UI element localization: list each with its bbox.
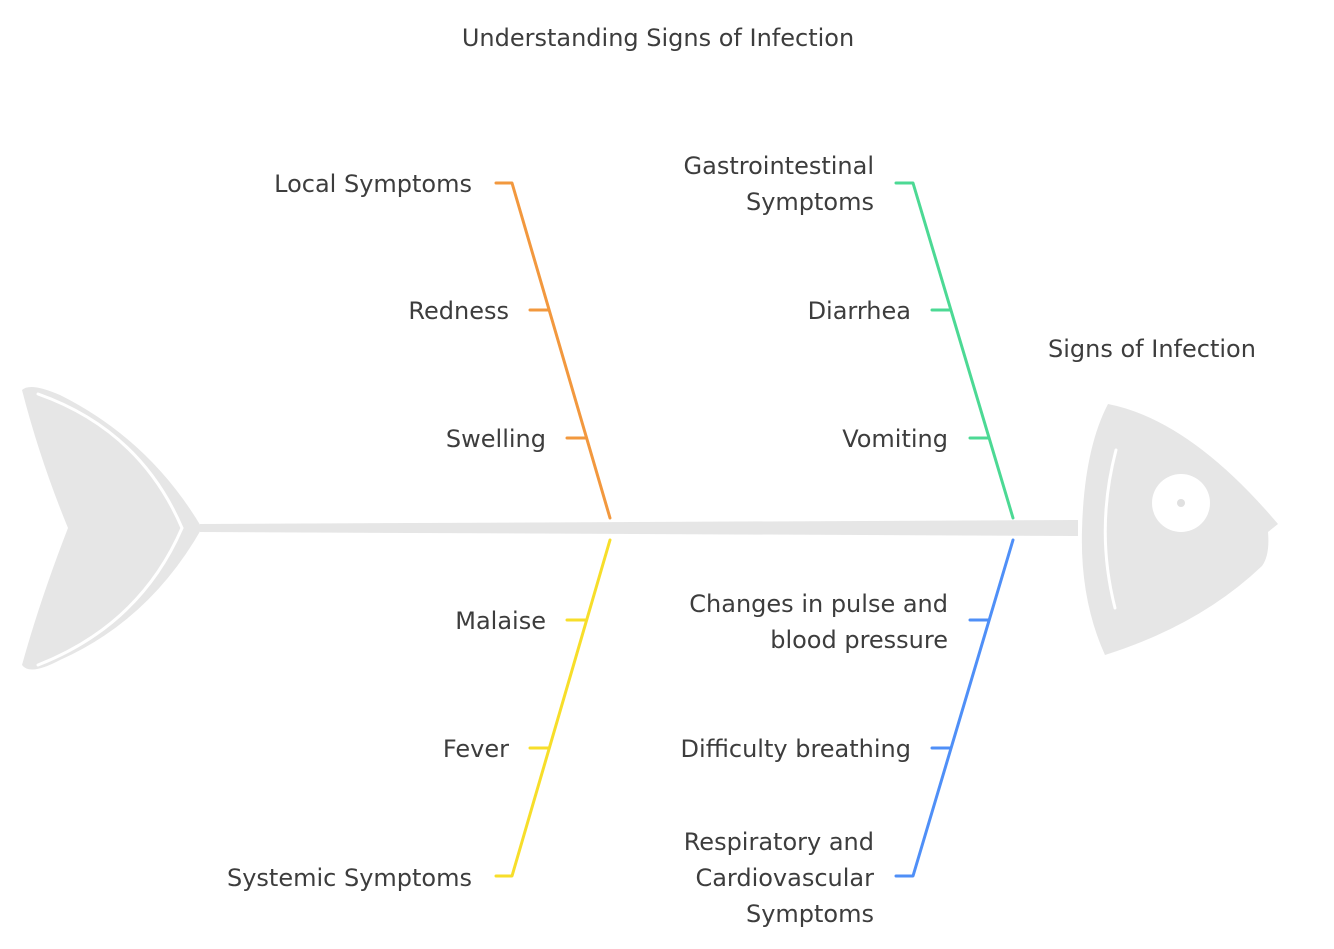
category-label-local-symptoms: Local Symptoms bbox=[274, 170, 472, 198]
category-label-systemic-symptoms: Systemic Symptoms bbox=[226, 864, 472, 892]
branch-local-symptoms bbox=[494, 181, 612, 520]
cause-label-redness: Redness bbox=[408, 297, 509, 325]
branch-gastrointestinal-symptoms bbox=[894, 181, 1015, 520]
fish-tail bbox=[22, 386, 202, 670]
branch-systemic-symptoms bbox=[494, 538, 612, 878]
fish-head-highlight bbox=[1103, 448, 1118, 610]
cause-label-difficulty-breathing: Difficulty breathing bbox=[680, 735, 911, 763]
cause-label-fever: Fever bbox=[442, 735, 509, 763]
fish-pupil bbox=[1177, 499, 1185, 507]
branch-line bbox=[894, 538, 1015, 878]
branch-line bbox=[494, 181, 612, 520]
cause-label-diarrhea: Diarrhea bbox=[807, 297, 911, 325]
branch-line bbox=[494, 538, 612, 878]
cause-label-swelling: Swelling bbox=[445, 425, 546, 453]
cause-label-vomiting: Vomiting bbox=[842, 425, 948, 453]
effect-label: Signs of Infection bbox=[1048, 335, 1256, 363]
fish-spine bbox=[200, 520, 1078, 536]
cause-label-malaise: Malaise bbox=[455, 607, 546, 635]
branch-respiratory-cardiovascular-symptoms bbox=[894, 538, 1015, 878]
category-label-gastrointestinal-symptoms: Gastrointestinal Symptoms bbox=[683, 152, 874, 216]
category-label-respiratory-cardiovascular-symptoms: Respiratory and Cardiovascular Symptoms bbox=[683, 828, 874, 928]
cause-label-changes-in-pulse-and-blood-pressure: Changes in pulse and blood pressure bbox=[689, 590, 948, 654]
fish-tail-highlight bbox=[36, 392, 184, 667]
branch-line bbox=[894, 181, 1015, 520]
diagram-title: Understanding Signs of Infection bbox=[461, 24, 855, 52]
